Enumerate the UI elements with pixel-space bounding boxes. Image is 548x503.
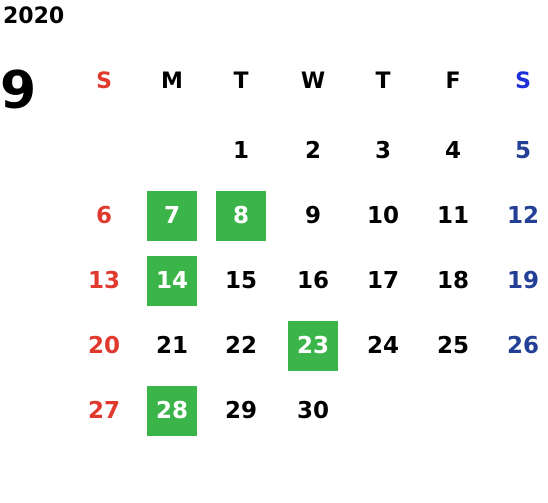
day-cell[interactable]: 30 (296, 398, 329, 424)
weekday-tuesday: T (233, 68, 249, 94)
day-cell[interactable]: 5 (514, 138, 531, 164)
day-cell-highlighted[interactable]: 28 (147, 386, 197, 436)
day-cell[interactable]: 1 (232, 138, 249, 164)
day-cell[interactable]: 21 (155, 333, 188, 359)
day-cell[interactable]: 29 (224, 398, 257, 424)
day-cell[interactable]: 22 (224, 333, 257, 359)
weekday-saturday: S (515, 68, 531, 94)
day-cell[interactable]: 24 (366, 333, 399, 359)
day-cell[interactable]: 20 (87, 333, 120, 359)
day-cell[interactable]: 17 (366, 268, 399, 294)
day-cell[interactable]: 18 (436, 268, 469, 294)
weekday-header-row: S M T W T F S (0, 56, 548, 106)
day-cell[interactable]: 19 (506, 268, 539, 294)
day-cell[interactable]: 25 (436, 333, 469, 359)
day-cell-highlighted[interactable]: 14 (147, 256, 197, 306)
day-cell[interactable]: 15 (224, 268, 257, 294)
day-cell[interactable]: 16 (296, 268, 329, 294)
weekday-friday: F (445, 68, 461, 94)
day-cell[interactable]: 27 (87, 398, 120, 424)
day-cell[interactable]: 9 (304, 203, 321, 229)
day-cell-highlighted[interactable]: 8 (216, 191, 266, 241)
day-cell[interactable]: 2 (304, 138, 321, 164)
day-cell[interactable]: 10 (366, 203, 399, 229)
day-cell[interactable]: 26 (506, 333, 539, 359)
weekday-wednesday: W (300, 68, 326, 94)
day-cell-highlighted[interactable]: 7 (147, 191, 197, 241)
day-cell[interactable]: 11 (436, 203, 469, 229)
day-cell[interactable]: 12 (506, 203, 539, 229)
day-cell[interactable]: 4 (444, 138, 461, 164)
month-number: 9 (0, 61, 37, 121)
day-cell[interactable]: 13 (87, 268, 120, 294)
day-cell[interactable]: 6 (95, 203, 112, 229)
day-cell-highlighted[interactable]: 23 (288, 321, 338, 371)
weekday-thursday: T (375, 68, 391, 94)
weekday-monday: M (161, 68, 183, 94)
year-label: 2020 (3, 4, 65, 29)
day-cell[interactable]: 3 (374, 138, 391, 164)
weekday-sunday: S (96, 68, 112, 94)
